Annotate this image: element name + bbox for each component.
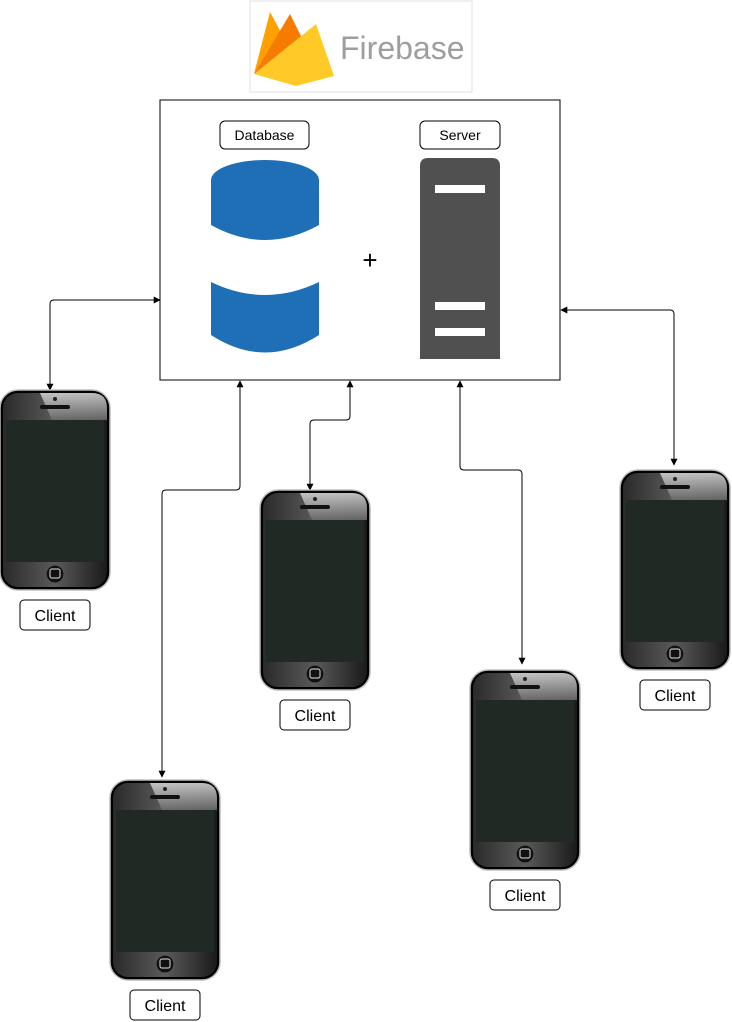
phone-icon [469, 669, 581, 871]
client-label: Client [655, 688, 696, 705]
client-label: Client [505, 888, 546, 905]
client-label-box-2: Client [129, 989, 201, 1021]
client-label-box-1: Client [19, 599, 91, 631]
firebase-flame-icon [254, 12, 334, 86]
connector-client-2 [158, 380, 244, 778]
client-label: Client [35, 608, 76, 625]
database-label: Database [235, 127, 295, 143]
client-label: Client [145, 998, 186, 1015]
connector-client-5 [560, 306, 678, 466]
firebase-logo-text: Firebase [340, 30, 465, 66]
connector-client-4 [456, 380, 526, 665]
server-label-box: Server [419, 120, 501, 150]
client-phone-5 [619, 469, 731, 671]
client-label: Client [295, 708, 336, 725]
connectors [46, 296, 678, 778]
database-label-box: Database [219, 120, 310, 150]
phone-icon [619, 469, 731, 671]
client-phone-3 [259, 489, 371, 691]
client-label-box-4: Client [489, 879, 561, 911]
client-phone-1 [0, 389, 111, 591]
connector-client-3 [306, 380, 354, 491]
server-icon [420, 158, 500, 359]
database-icon [211, 160, 319, 353]
client-phone-4 [469, 669, 581, 871]
connector-client-1 [46, 296, 161, 391]
phone-icon [259, 489, 371, 691]
client-label-box-5: Client [639, 679, 711, 711]
plus-sign: + [362, 245, 377, 275]
firebase-logo: Firebase [249, 0, 473, 93]
client-phone-2 [109, 779, 221, 981]
client-label-box-3: Client [279, 699, 351, 731]
phone-icon [109, 779, 221, 981]
server-label: Server [439, 127, 481, 143]
phone-icon [0, 389, 111, 591]
